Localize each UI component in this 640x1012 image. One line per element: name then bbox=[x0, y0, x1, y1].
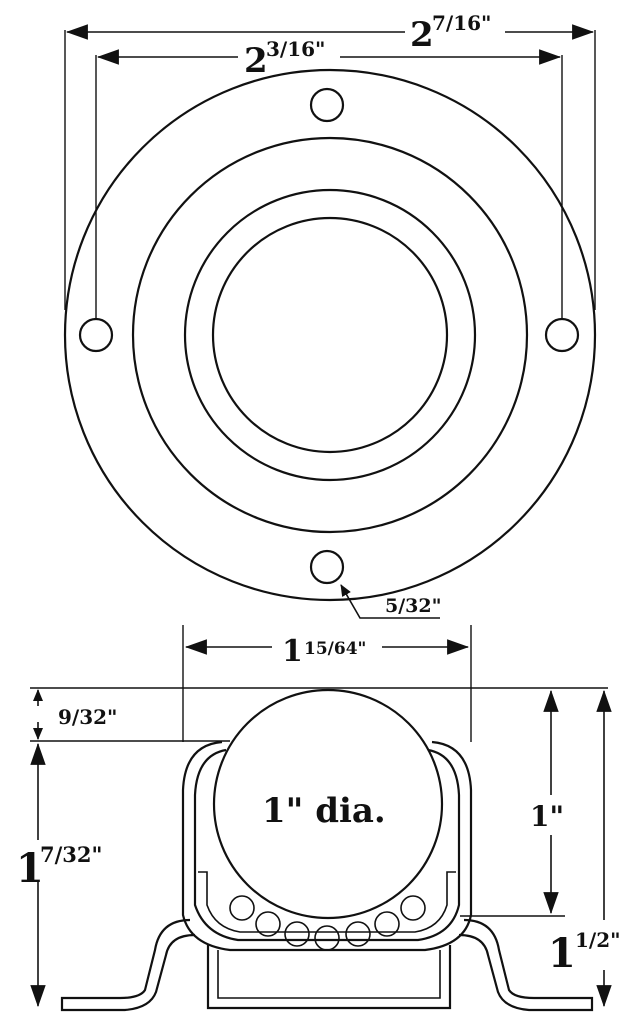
dim-housing-height-whole: 1 bbox=[16, 845, 44, 892]
dim-housing-frac: 15/64" bbox=[304, 639, 366, 659]
flange-middle-circle bbox=[131, 136, 529, 534]
dim-ball-height: 1" bbox=[530, 800, 564, 833]
hole-leader-line bbox=[340, 584, 440, 619]
top-view: 2 7/16" 2 3/16" 5/32" bbox=[63, 11, 597, 619]
dim-ball-protrusion: 9/32" bbox=[58, 705, 117, 729]
housing-outer-circle bbox=[183, 188, 477, 482]
bearing-ball bbox=[284, 921, 310, 947]
mount-hole-top bbox=[309, 87, 345, 123]
bearing-ball bbox=[229, 895, 255, 921]
base-stem-inner bbox=[217, 950, 441, 999]
mount-hole-right bbox=[544, 317, 580, 353]
flange-right bbox=[458, 918, 594, 1012]
mount-hole-bottom bbox=[309, 549, 345, 585]
bearing-ball bbox=[400, 895, 426, 921]
dim-housing-height-frac: 7/32" bbox=[40, 842, 102, 867]
flange-outer-circle bbox=[63, 68, 597, 602]
bearing-ball bbox=[314, 925, 340, 951]
dim-overall-height-frac: 1/2" bbox=[575, 928, 621, 952]
dim-hole-diameter: 5/32" bbox=[385, 595, 442, 617]
dim-housing-whole: 1 bbox=[282, 634, 303, 669]
dim-overall-height-whole: 1 bbox=[548, 930, 576, 977]
bearing-balls bbox=[229, 895, 426, 951]
mount-hole-left bbox=[78, 317, 114, 353]
side-view: 1 15/64" 1" dia. bbox=[16, 625, 621, 1012]
bearing-ball bbox=[345, 921, 371, 947]
dim-outer-frac: 7/16" bbox=[432, 11, 491, 35]
bearing-ball bbox=[374, 911, 400, 937]
housing-inner-wall bbox=[193, 748, 461, 942]
ball-diameter-label: 1" dia. bbox=[262, 791, 386, 831]
ball bbox=[212, 688, 444, 920]
housing-inner-circle bbox=[211, 216, 449, 454]
base-stem bbox=[206, 945, 452, 1010]
dim-inner-frac: 3/16" bbox=[266, 37, 325, 61]
dim-outer-whole: 2 bbox=[410, 15, 434, 55]
bearing-race bbox=[198, 871, 456, 933]
bearing-ball bbox=[255, 911, 281, 937]
flange-left bbox=[60, 918, 196, 1012]
dim-inner-whole: 2 bbox=[244, 41, 268, 81]
